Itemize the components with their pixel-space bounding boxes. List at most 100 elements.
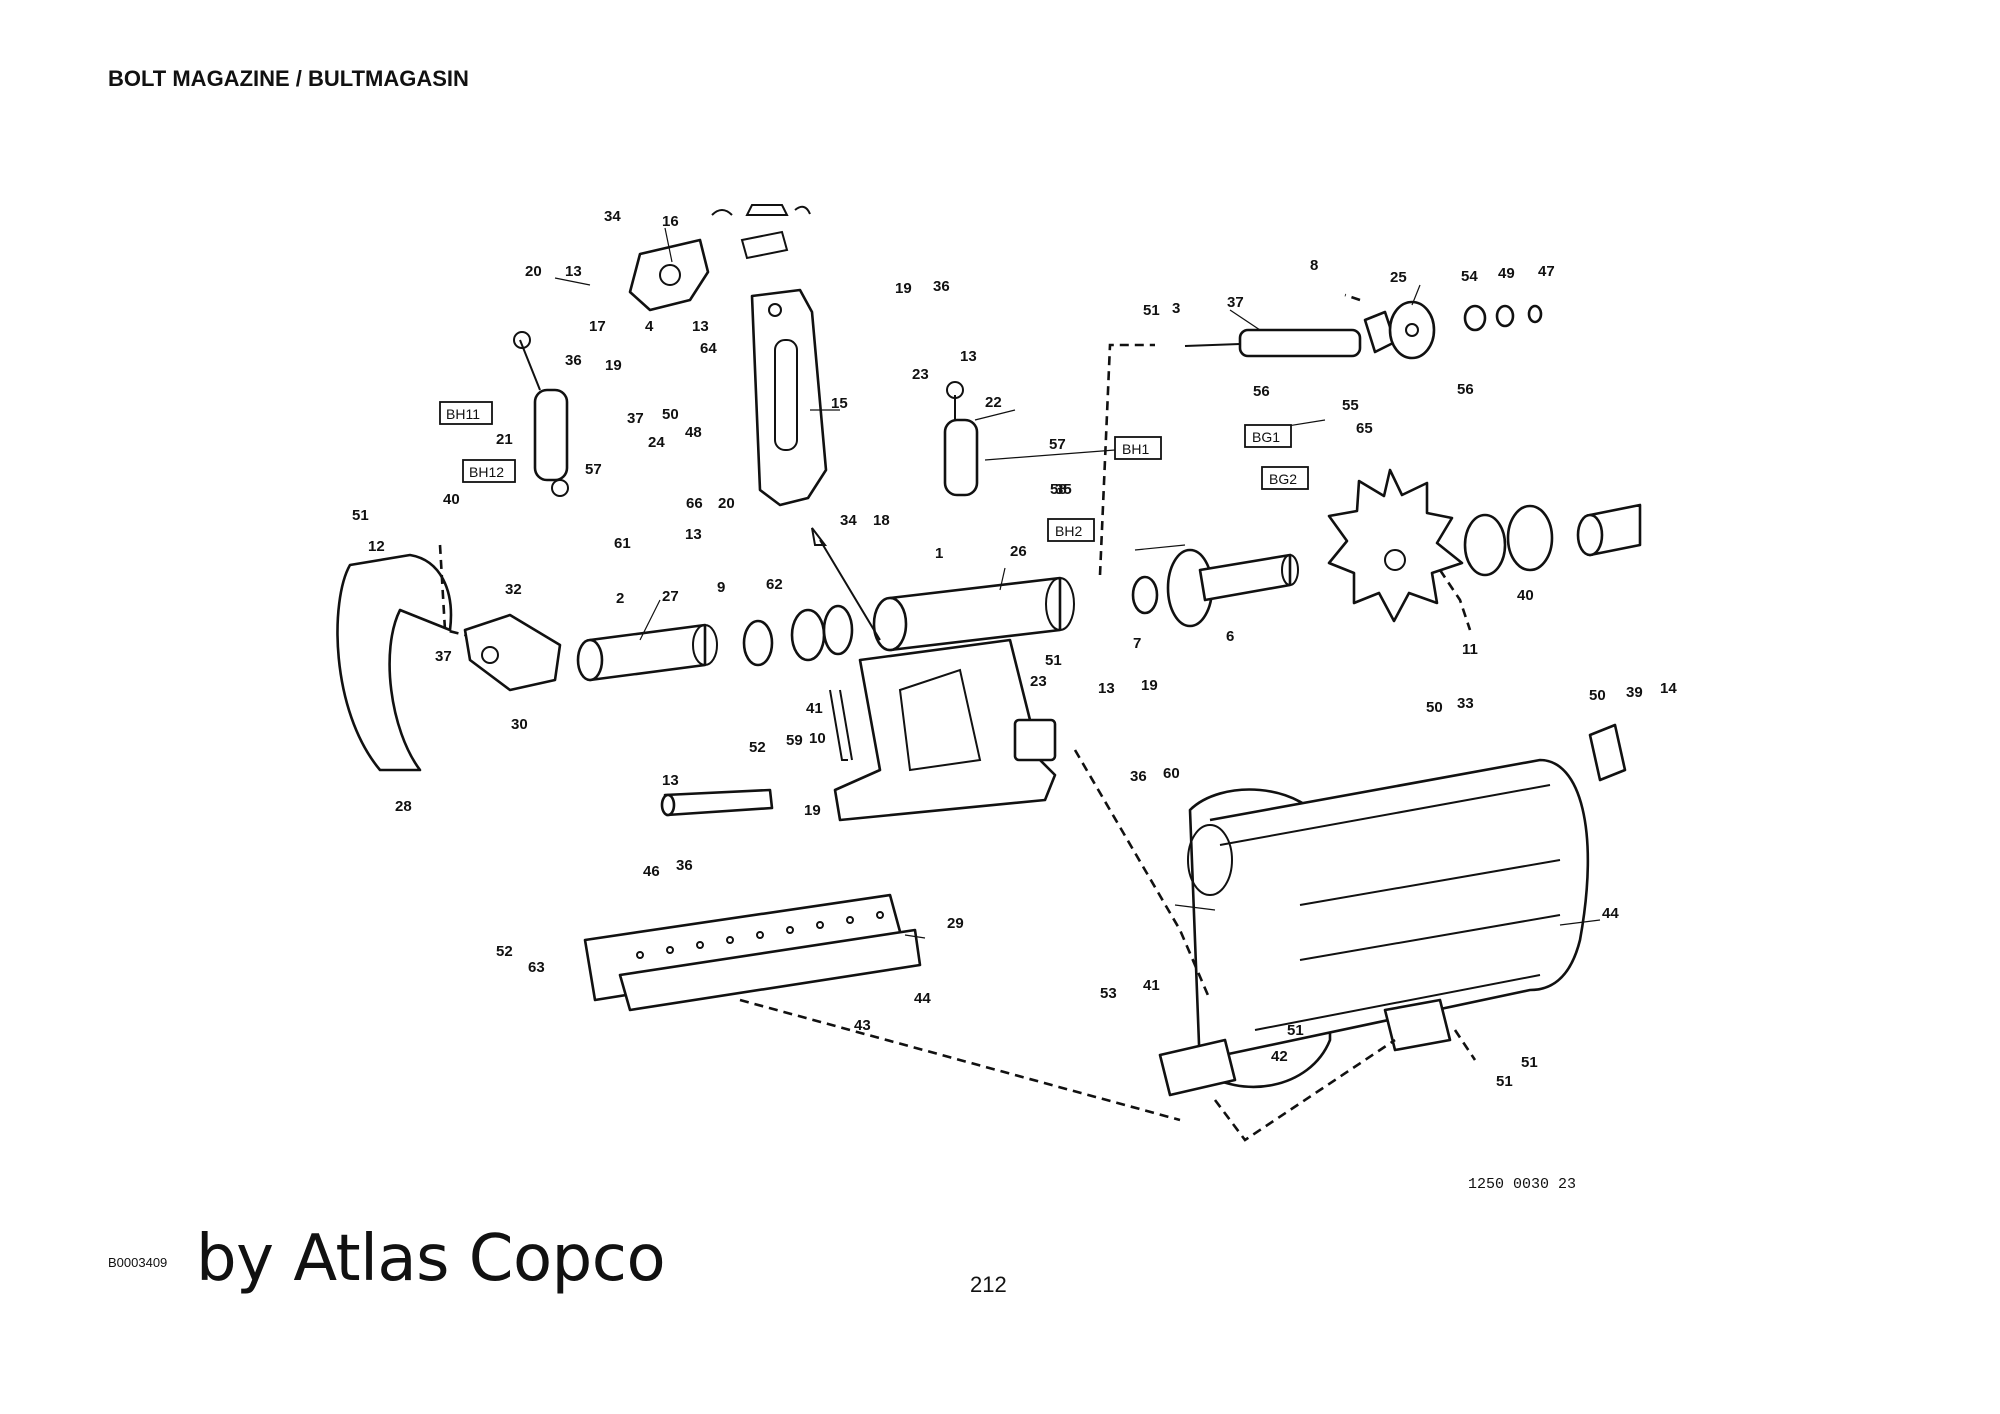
magazine-rotation-cylinder-part-3: [1184, 310, 1397, 358]
callout: 33: [1457, 695, 1474, 712]
label-bh11: BH11: [439, 401, 493, 425]
callout: 28: [395, 798, 412, 815]
callout: 13: [960, 348, 977, 365]
callout: 56: [1253, 383, 1270, 400]
page-number: 212: [970, 1272, 1007, 1297]
callout: 53: [1100, 985, 1117, 1002]
svg-text:BG2: BG2: [1269, 471, 1297, 487]
callout: 37: [1227, 294, 1244, 311]
label-bg1: BG1: [1244, 424, 1292, 448]
callout: 36: [933, 278, 950, 295]
callout: 29: [947, 915, 964, 932]
callout: 36: [676, 857, 693, 874]
svg-text:BH2: BH2: [1055, 523, 1082, 539]
callout: 3: [1172, 300, 1180, 317]
callout: 42: [1271, 1048, 1288, 1065]
ring-parts-27-9: [742, 604, 854, 667]
callout: 51: [1287, 1022, 1304, 1039]
svg-text:BG1: BG1: [1252, 429, 1280, 445]
label-bh1: BH1: [1114, 436, 1162, 460]
svg-text:BH11: BH11: [446, 406, 480, 422]
callout: 50: [662, 406, 679, 423]
callout: 13: [685, 526, 702, 543]
callout: 23: [1030, 673, 1047, 690]
callout: 7: [1133, 635, 1141, 652]
callout: 36: [1130, 768, 1147, 785]
page-title: BOLT MAGAZINE / BULTMAGASIN: [108, 66, 469, 91]
callout: 2: [616, 590, 624, 607]
hydraulic-cylinder-part-21: [513, 331, 569, 497]
callout: 51: [1045, 652, 1062, 669]
callout: 19: [605, 357, 622, 374]
label-bh12: BH12: [462, 459, 516, 483]
svg-text:BH12: BH12: [469, 464, 504, 480]
callout: 20: [525, 263, 542, 280]
callout: 23: [912, 366, 929, 383]
star-wheel-part: [1327, 468, 1464, 623]
label-bg2: BG2: [1261, 466, 1309, 490]
document-id: B0003409: [108, 1255, 168, 1270]
callout: 57: [585, 461, 602, 478]
callout: 37: [627, 410, 644, 427]
callout: 44: [914, 990, 931, 1007]
callout: 43: [854, 1017, 871, 1034]
callout: 10: [809, 730, 826, 747]
callout: 11: [1462, 641, 1478, 658]
callout: 40: [443, 491, 460, 508]
flange-part-26: [1131, 575, 1159, 615]
callout: 36: [565, 352, 582, 369]
callout: 19: [1141, 677, 1158, 694]
callout: 13: [565, 263, 582, 280]
callout: 62: [766, 576, 783, 593]
callout: 46: [643, 863, 660, 880]
callout: 58: [1050, 481, 1067, 498]
link-part-28: [829, 689, 853, 761]
callout: 13: [662, 772, 679, 789]
callout: 4: [645, 318, 654, 335]
tube-part-2: [576, 623, 718, 682]
shaft-part-7: [1166, 548, 1299, 628]
c-shaped-guide-part-30: [336, 553, 453, 772]
drawing-number: 1250 0030 23: [1468, 1176, 1576, 1193]
callout: 41: [1143, 977, 1160, 994]
callout: 37: [435, 648, 452, 665]
pipe-end-part: [1576, 503, 1642, 557]
bracket-part-11: [463, 613, 562, 692]
callout: 35: [1055, 481, 1072, 498]
mounting-plate-part-15: [750, 288, 828, 507]
callout: 15: [831, 395, 848, 412]
part-number-callouts: 34 16 20 13 17 4 13 64 19 36 13 23 22 36…: [352, 208, 1677, 1090]
hydraulic-cylinder-part-22: [943, 381, 979, 497]
callout: 51: [1521, 1054, 1538, 1071]
callout: 52: [496, 943, 513, 960]
callout: 27: [662, 588, 679, 605]
hub-part-8: [1388, 300, 1436, 360]
frame-support-part: [833, 638, 1057, 822]
callout: 24: [648, 434, 665, 451]
magazine-frame-part-29: [1158, 723, 1627, 1097]
callout: 66: [686, 495, 703, 512]
callout: 52: [749, 739, 766, 756]
callout: 40: [1517, 587, 1534, 604]
callout: 26: [1010, 543, 1027, 560]
callout: 56: [1457, 381, 1474, 398]
callout: 30: [511, 716, 528, 733]
label-bh2: BH2: [1047, 518, 1095, 542]
clamp-part-6: [1463, 504, 1554, 577]
plate-clip-parts: [711, 204, 811, 260]
callout: 48: [685, 424, 702, 441]
callout: 41: [806, 700, 823, 717]
callout: 44: [1602, 905, 1619, 922]
callout: 49: [1498, 265, 1515, 282]
callout: 64: [700, 340, 717, 357]
callout: 16: [662, 213, 679, 230]
svg-text:BH1: BH1: [1122, 441, 1149, 457]
callout: 8: [1310, 257, 1318, 274]
callout: 34: [604, 208, 621, 225]
callout: 54: [1461, 268, 1478, 285]
callout: 47: [1538, 263, 1555, 280]
callout: 63: [528, 959, 545, 976]
callout: 65: [1356, 420, 1373, 437]
